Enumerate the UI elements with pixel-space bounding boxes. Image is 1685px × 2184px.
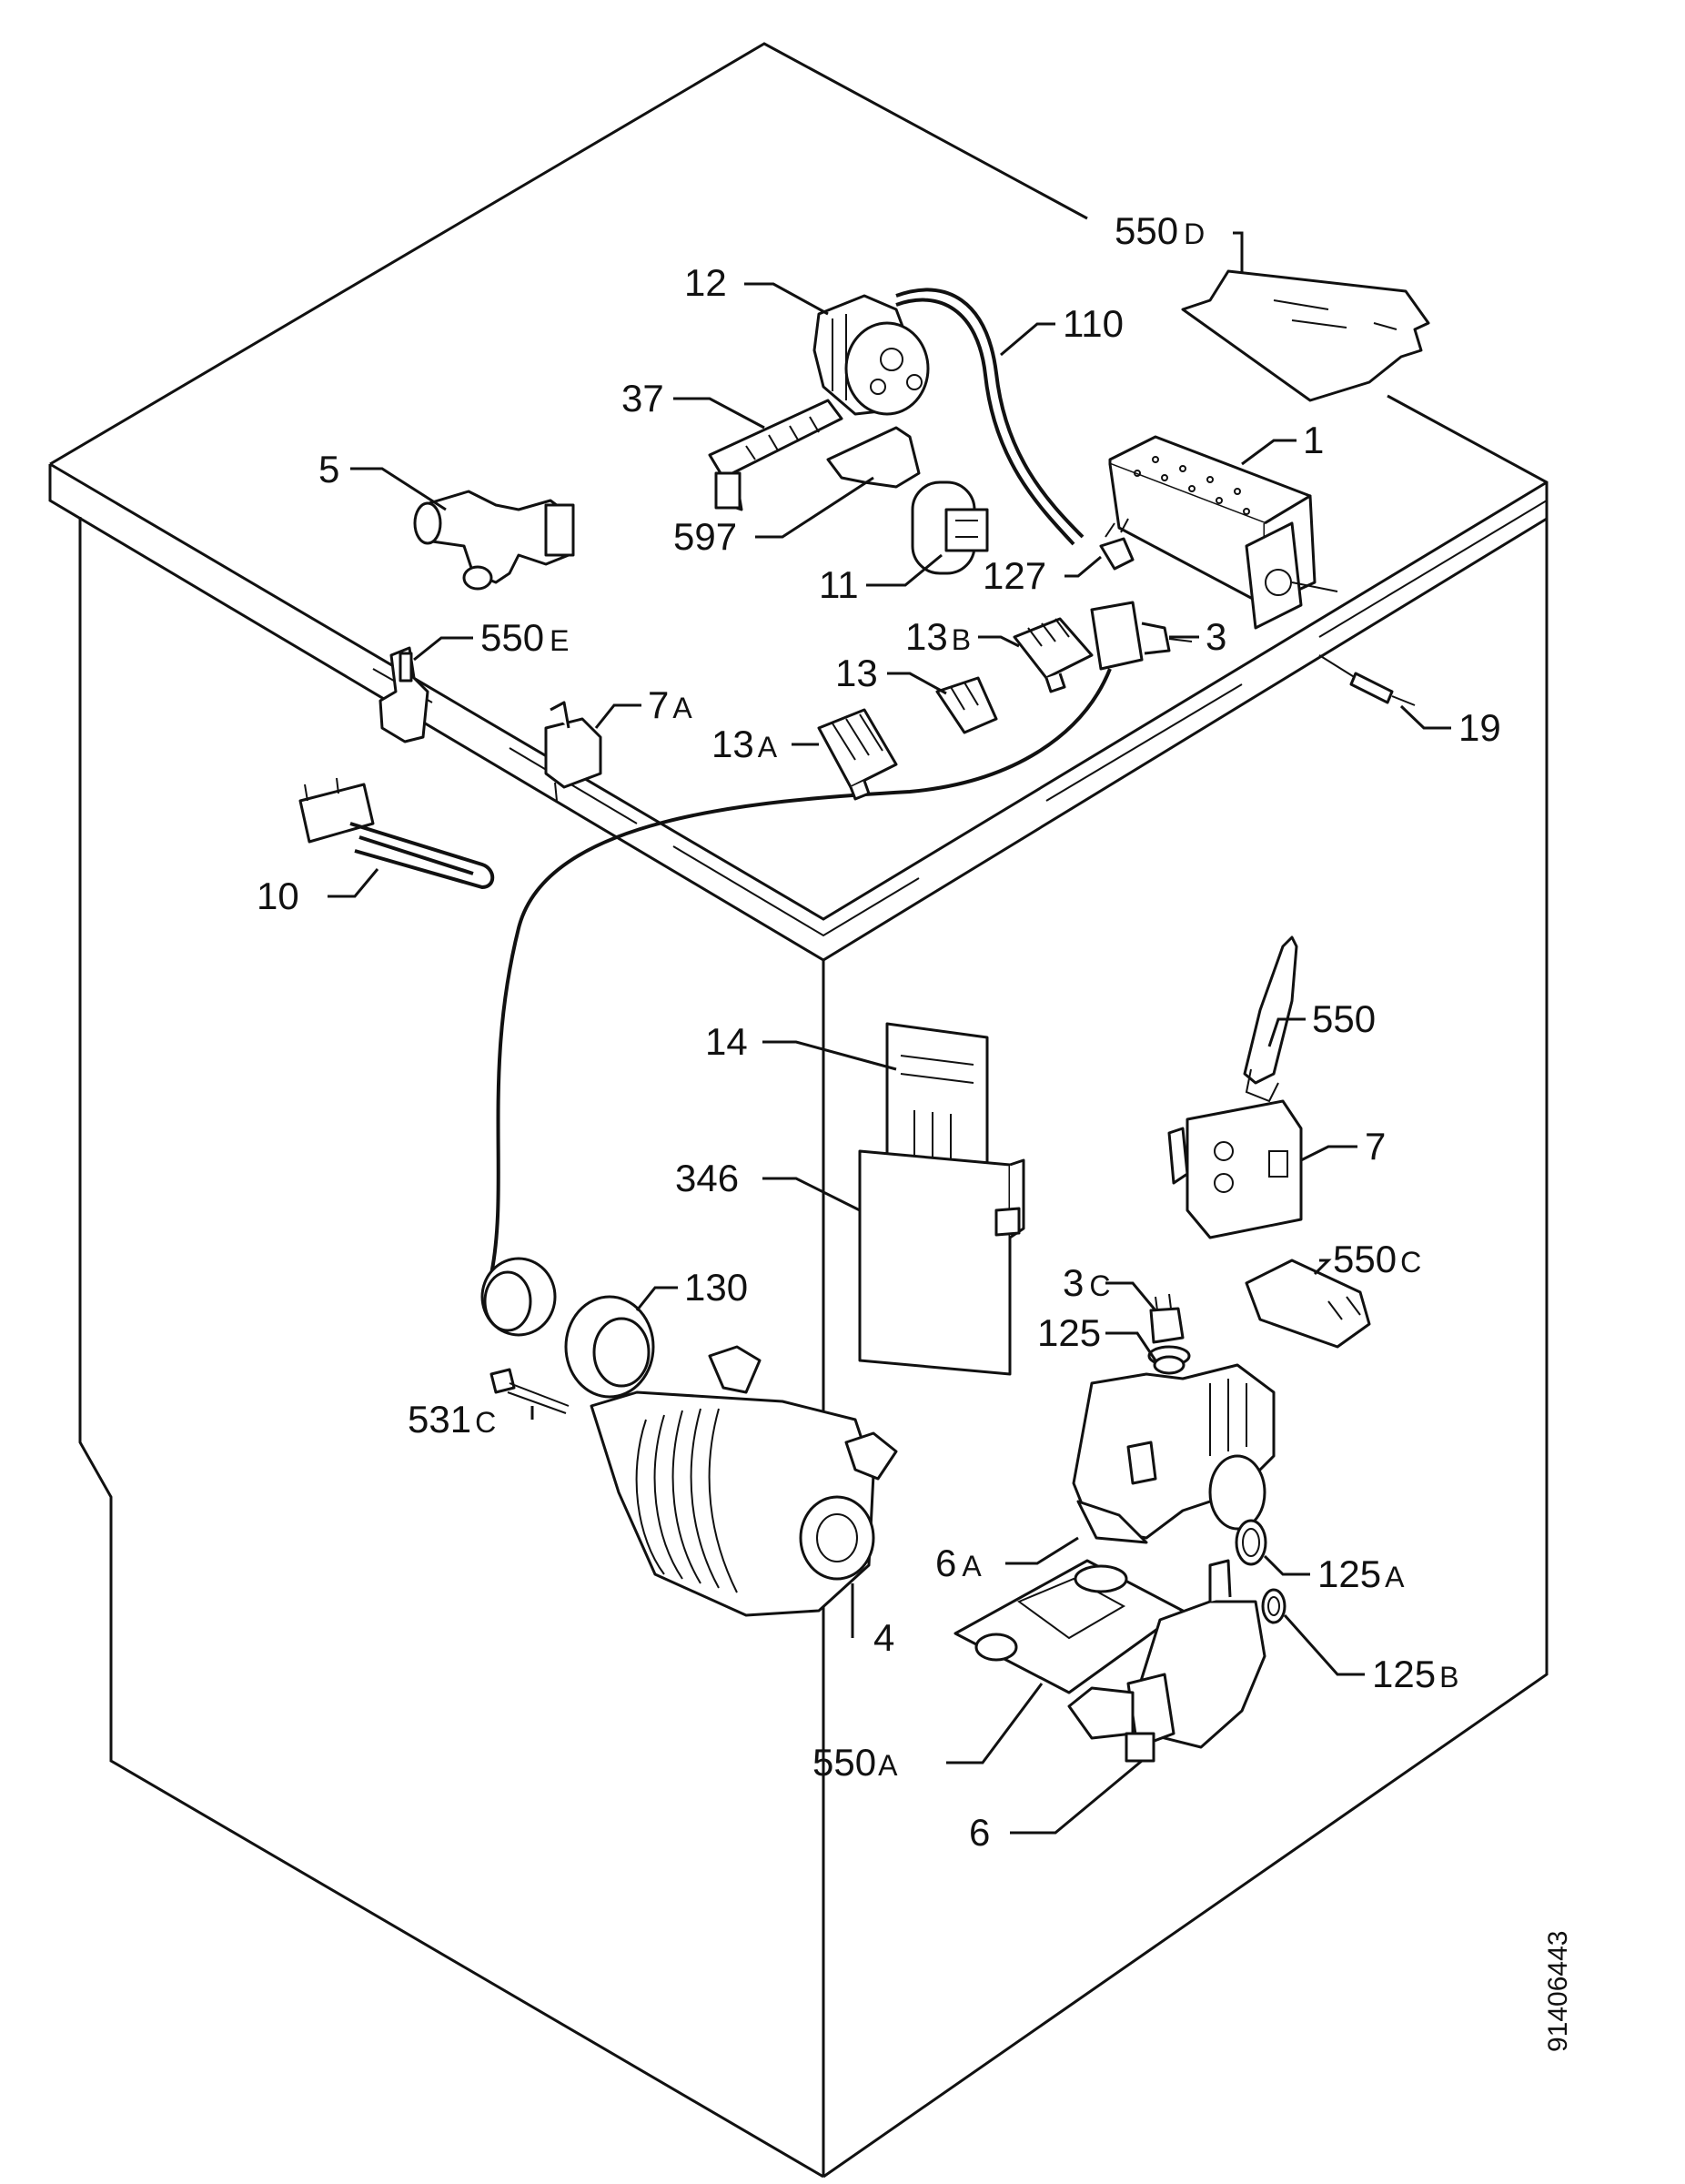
part-37-terminal-block [708, 399, 843, 511]
part-7-door-lock [1167, 1099, 1303, 1239]
label-110: 110 [1063, 302, 1124, 345]
part-12-programme-switch [812, 294, 930, 416]
part-550-lever [1243, 935, 1298, 1103]
part-13b-connector [1013, 617, 1094, 693]
label-550a: 550A [812, 1741, 898, 1784]
part-550c-cover [1245, 1259, 1371, 1349]
label-12: 12 [684, 261, 727, 304]
label-37: 37 [621, 377, 664, 420]
label-130: 130 [684, 1266, 748, 1309]
label-550: 550 [1312, 997, 1376, 1040]
part-110-hose [895, 288, 1085, 546]
label-346: 346 [675, 1157, 739, 1199]
part-3c-pressure-switch [1147, 1293, 1191, 1367]
label-597: 597 [673, 515, 737, 558]
part-7a-microswitch [544, 701, 602, 802]
part-19-sensor-probe [1318, 654, 1416, 706]
part-grommet [480, 1257, 557, 1337]
part-10-heating-element [298, 777, 495, 890]
label-13: 13 [835, 652, 878, 694]
label-127: 127 [983, 554, 1046, 597]
part-125-seal-ring [1153, 1355, 1186, 1375]
label-7: 7 [1365, 1125, 1386, 1168]
part-6-drain-pump [1067, 1559, 1266, 1763]
part-6a-pump-housing [1072, 1363, 1276, 1544]
label-3: 3 [1206, 615, 1226, 658]
part-13a-connector [817, 708, 898, 801]
label-6: 6 [969, 1811, 990, 1854]
part-1-timer-unit [1108, 435, 1338, 630]
label-14: 14 [705, 1020, 748, 1063]
part-125a-gasket [1235, 1519, 1267, 1566]
part-5-valve [413, 490, 575, 591]
part-130-bearing-ring [564, 1295, 655, 1399]
label-10: 10 [257, 875, 299, 917]
part-4-motor [590, 1345, 898, 1617]
part-127-connector [1099, 518, 1135, 571]
part-11-capacitor [911, 480, 989, 575]
label-4: 4 [873, 1616, 894, 1659]
label-1: 1 [1303, 419, 1324, 461]
part-125b-gasket [1261, 1588, 1286, 1624]
label-5: 5 [318, 448, 339, 490]
part-531c-bolt [489, 1368, 570, 1414]
leader-lines [328, 231, 1451, 1835]
part-550e-clip [378, 646, 429, 743]
part-3-switch [489, 601, 1193, 1275]
document-number: 91406443 [1543, 1931, 1573, 2052]
part-550d-cover-plate [1181, 269, 1430, 402]
part-597-bracket [826, 426, 921, 489]
label-19: 19 [1458, 706, 1501, 749]
part-13-connector [935, 676, 998, 734]
label-125: 125 [1037, 1311, 1101, 1354]
label-11: 11 [819, 563, 859, 606]
part-346-dispenser-box [858, 1149, 1025, 1376]
